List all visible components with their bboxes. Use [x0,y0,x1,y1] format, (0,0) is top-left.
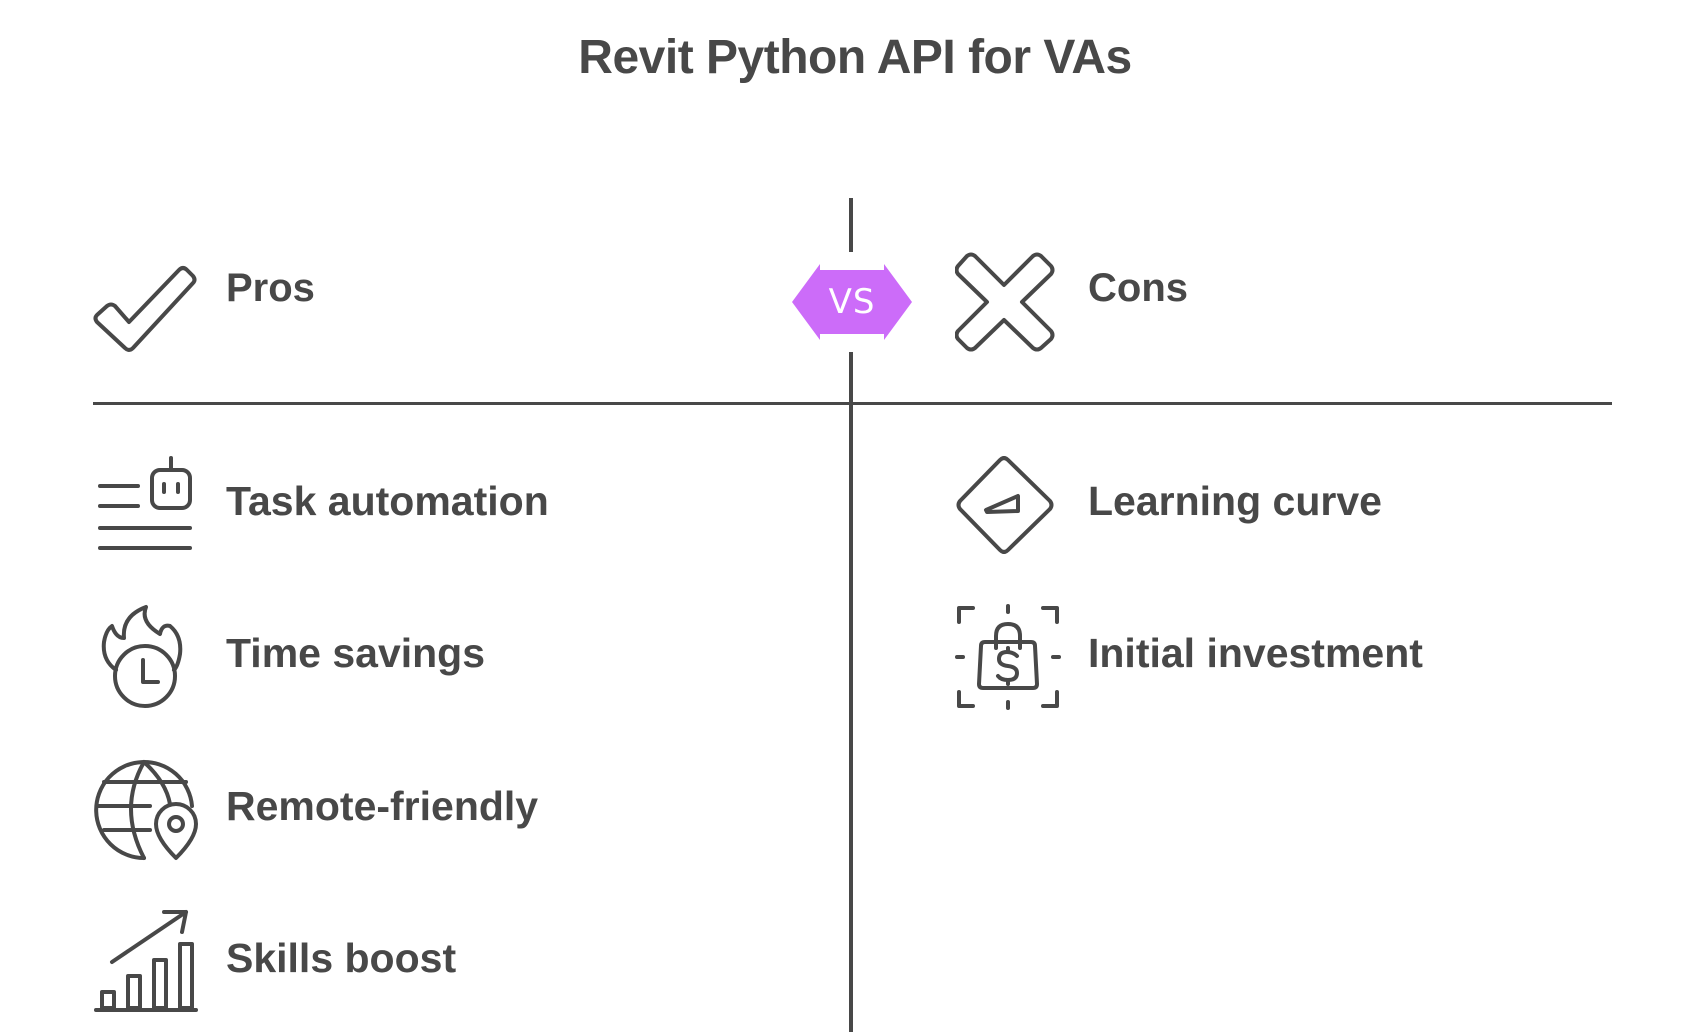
cons-item-label: Learning curve [1088,478,1382,524]
vertical-divider-top [849,198,853,252]
vs-badge: VS [792,256,912,348]
page-title: Revit Python API for VAs [578,31,1132,84]
pros-item-label: Time savings [226,630,486,676]
cons-heading: Cons [1088,266,1188,310]
vs-badge-shape [792,264,912,340]
vertical-divider-bottom [849,352,853,1032]
burning-clock-icon [100,604,204,708]
checkmark-icon [93,260,197,364]
vs-label: VS [828,282,876,322]
growth-chart-icon [94,908,198,1012]
cons-item-label: Initial investment [1088,630,1423,676]
pros-item-label: Task automation [226,478,549,524]
pros-item-label: Remote-friendly [226,783,539,829]
robot-list-icon [96,456,200,560]
diamond-incline-icon [956,456,1060,560]
globe-location-icon [94,758,198,862]
pros-heading: Pros [226,266,315,310]
cross-icon [954,252,1059,356]
pros-item-label: Skills boost [226,935,457,981]
shopping-bag-dollar-icon [955,604,1061,710]
horizontal-divider [93,402,1612,405]
